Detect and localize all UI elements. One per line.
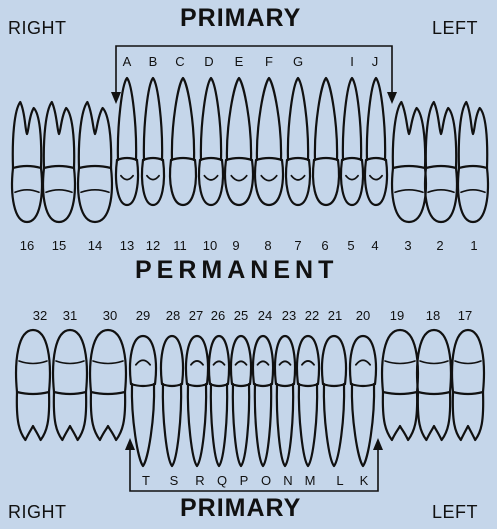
lower-tooth — [161, 336, 183, 466]
upper-tooth-number: 13 — [120, 238, 134, 253]
upper-tooth-number: 14 — [88, 238, 102, 253]
lower-tooth — [186, 336, 208, 466]
lower-tooth-number: 23 — [282, 308, 296, 323]
upper-primary-letter: G — [293, 54, 303, 69]
lower-tooth — [275, 336, 295, 466]
lower-tooth-number: 18 — [426, 308, 440, 323]
upper-tooth-number: 2 — [436, 238, 443, 253]
upper-primary-letter: C — [175, 54, 184, 69]
upper-tooth — [341, 78, 363, 205]
lower-primary-letter: M — [305, 473, 316, 488]
lower-tooth-number: 26 — [211, 308, 225, 323]
upper-tooth — [43, 102, 75, 222]
upper-tooth — [425, 102, 457, 222]
upper-tooth-number: 16 — [20, 238, 34, 253]
upper-tooth-number: 5 — [347, 238, 354, 253]
upper-tooth-number: 10 — [203, 238, 217, 253]
upper-tooth — [225, 78, 253, 205]
upper-tooth-number: 6 — [321, 238, 328, 253]
upper-primary-letter: D — [204, 54, 213, 69]
upper-tooth — [313, 78, 339, 205]
lower-tooth — [253, 336, 273, 466]
lower-tooth-number: 30 — [103, 308, 117, 323]
lower-tooth-number: 29 — [136, 308, 150, 323]
lower-primary-letter: P — [240, 473, 249, 488]
upper-tooth-number: 7 — [294, 238, 301, 253]
lower-tooth-number: 24 — [258, 308, 272, 323]
lower-primary-letter: R — [195, 473, 204, 488]
lower-tooth-number: 32 — [33, 308, 47, 323]
upper-tooth — [12, 102, 42, 222]
lower-tooth — [209, 336, 229, 466]
lower-primary-letter: N — [283, 473, 292, 488]
upper-tooth — [392, 102, 426, 222]
lower-primary-letter: Q — [217, 473, 227, 488]
upper-tooth-number: 11 — [173, 238, 187, 253]
lower-tooth — [53, 330, 87, 440]
lower-tooth-number: 31 — [63, 308, 77, 323]
lower-tooth — [452, 330, 484, 440]
upper-tooth — [458, 102, 488, 222]
lower-primary-letter: S — [170, 473, 179, 488]
upper-primary-letter: B — [149, 54, 158, 69]
upper-tooth-number: 9 — [232, 238, 239, 253]
lower-primary-letter: O — [261, 473, 271, 488]
upper-teeth — [12, 78, 488, 222]
upper-tooth — [78, 102, 112, 222]
upper-tooth-number: 1 — [470, 238, 477, 253]
lower-tooth — [231, 336, 251, 466]
upper-primary-letter: E — [235, 54, 244, 69]
lower-tooth — [297, 336, 319, 466]
upper-primary-letter: F — [265, 54, 273, 69]
lower-tooth-number: 22 — [305, 308, 319, 323]
upper-tooth-number: 4 — [371, 238, 378, 253]
lower-tooth — [382, 330, 418, 440]
lower-tooth — [417, 330, 451, 440]
upper-tooth — [142, 78, 164, 205]
lower-tooth — [322, 336, 346, 466]
lower-tooth-number: 25 — [234, 308, 248, 323]
upper-tooth-number: 8 — [264, 238, 271, 253]
lower-primary-letter: T — [142, 473, 150, 488]
lower-tooth-number: 28 — [166, 308, 180, 323]
upper-tooth — [199, 78, 223, 205]
lower-tooth-number: 27 — [189, 308, 203, 323]
lower-tooth — [16, 330, 50, 440]
upper-primary-letter: J — [372, 54, 379, 69]
upper-tooth — [170, 78, 196, 205]
lower-tooth-number: 20 — [356, 308, 370, 323]
lower-tooth-number: 17 — [458, 308, 472, 323]
upper-primary-letter: I — [350, 54, 354, 69]
lower-primary-letter: K — [360, 473, 369, 488]
lower-tooth — [130, 336, 156, 466]
lower-primary-bracket — [125, 438, 383, 491]
upper-tooth-number: 15 — [52, 238, 66, 253]
upper-tooth — [365, 78, 387, 205]
lower-teeth — [16, 330, 484, 466]
upper-primary-letter: A — [123, 54, 132, 69]
upper-tooth-number: 3 — [404, 238, 411, 253]
lower-primary-letter: L — [336, 473, 343, 488]
lower-tooth-number: 19 — [390, 308, 404, 323]
upper-tooth — [116, 78, 138, 205]
upper-tooth-number: 12 — [146, 238, 160, 253]
lower-tooth — [90, 330, 126, 440]
upper-tooth — [255, 78, 283, 205]
lower-tooth — [350, 336, 376, 466]
upper-tooth — [286, 78, 310, 205]
lower-tooth-number: 21 — [328, 308, 342, 323]
